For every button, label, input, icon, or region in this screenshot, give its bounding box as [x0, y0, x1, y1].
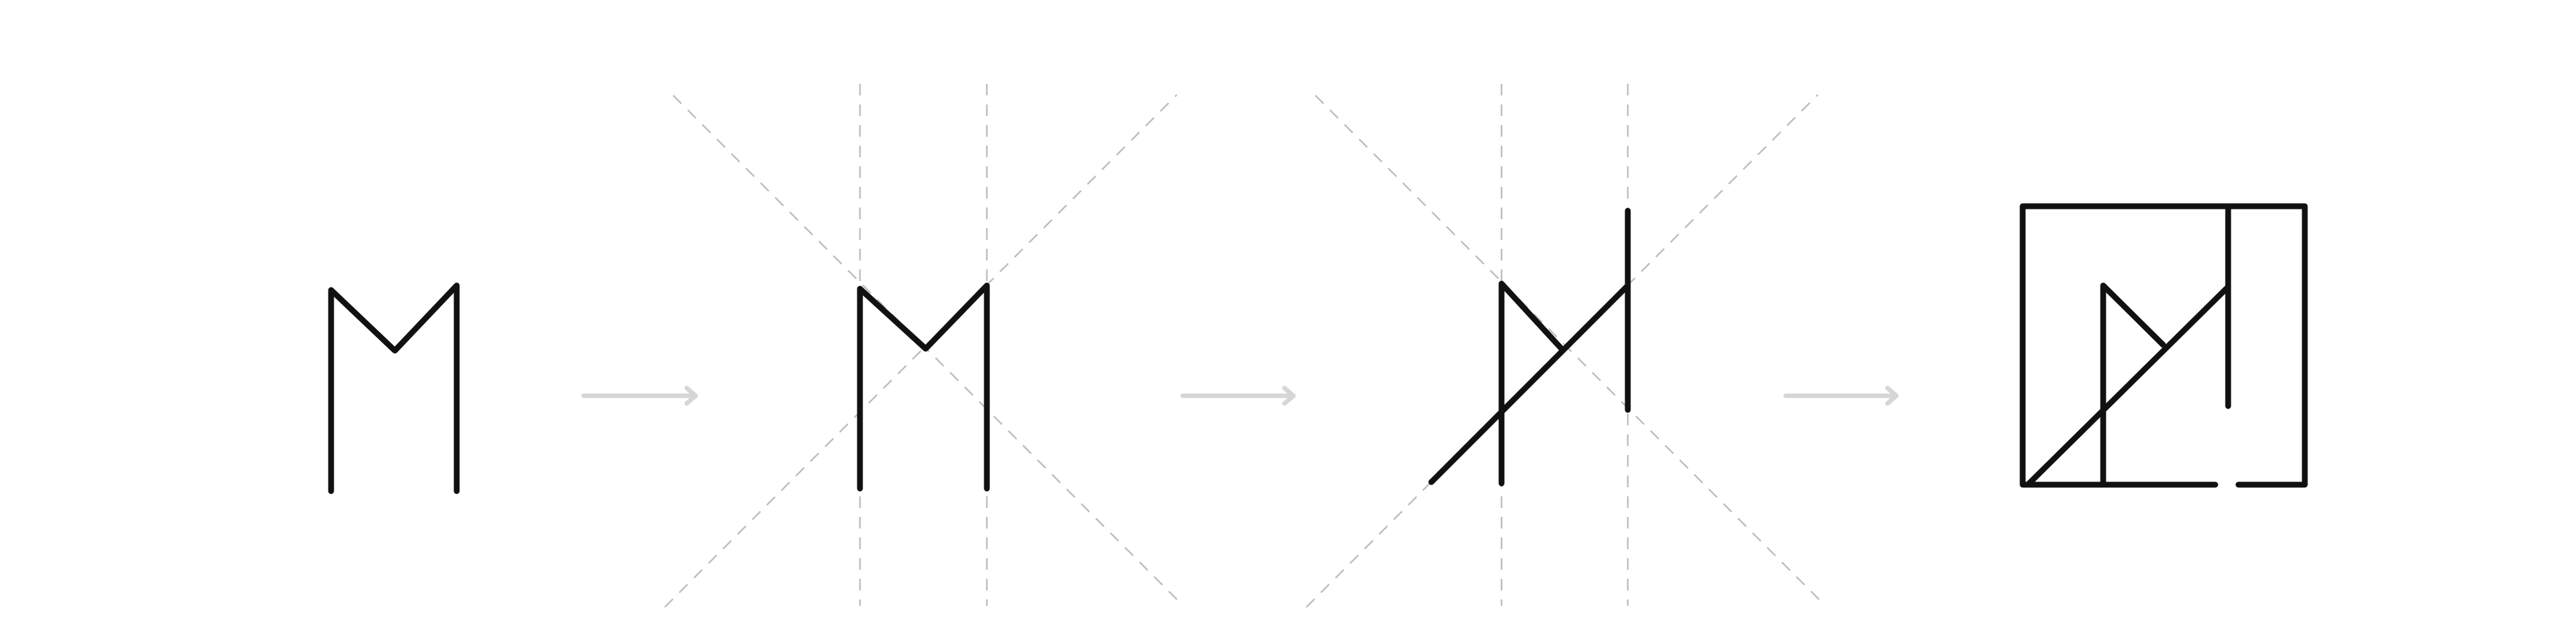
guide-diagonal-up — [664, 94, 1178, 608]
arrow-1 — [581, 385, 698, 406]
step-3-reshaped-monogram — [1306, 84, 1822, 608]
step-1-letter-m — [328, 282, 460, 494]
inner-diagonal — [2026, 284, 2231, 487]
arrow-3 — [1783, 385, 1899, 406]
frame-outline — [2019, 203, 2308, 488]
arrow-2 — [1180, 385, 1296, 406]
step-2-m-with-guides — [664, 84, 1179, 608]
step-4-final-logo — [2019, 203, 2308, 488]
arrow-2-head — [1282, 385, 1296, 406]
left-leg-and-shoulder — [1498, 280, 1565, 487]
construction-guides-3 — [1306, 84, 1822, 608]
m-stroke — [857, 282, 990, 492]
arrow-1-head — [684, 385, 698, 406]
long-diagonal — [1428, 282, 1631, 485]
m-stroke — [328, 282, 460, 494]
inner-left-stem-and-shoulder — [2100, 282, 2166, 487]
arrow-3-head — [1885, 385, 1899, 406]
